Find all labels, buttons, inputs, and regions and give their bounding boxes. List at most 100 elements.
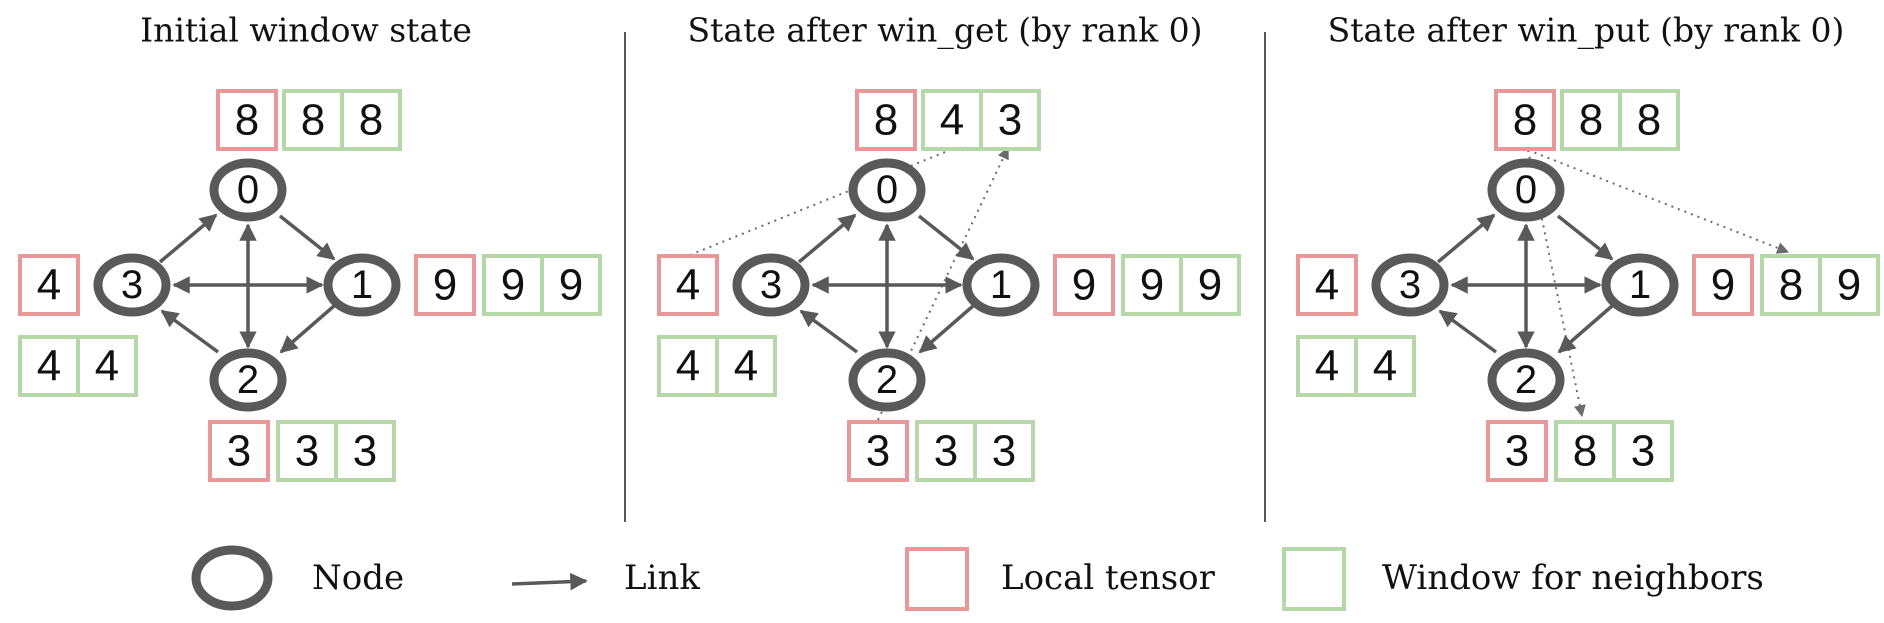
legend-link: Link <box>511 558 700 598</box>
node-0: 0 <box>848 158 926 222</box>
node-2: 2 <box>1487 348 1565 412</box>
local-tensor-value: 9 <box>433 261 457 310</box>
legend: Node Link Local tensor Window for neighb… <box>191 545 1764 611</box>
window-value: 9 <box>501 261 525 310</box>
window-value: 4 <box>1315 342 1339 391</box>
window-cell <box>1818 254 1880 316</box>
window-cell <box>1179 254 1241 316</box>
link-0-1 <box>1556 214 1614 261</box>
window-cell <box>540 254 602 316</box>
legend-local: Local tensor <box>905 547 1216 611</box>
node-label: 2 <box>876 358 898 402</box>
local-tensor <box>855 89 917 151</box>
node-circle <box>1601 253 1679 317</box>
rank2-tensors: 3 3 3 <box>208 420 396 482</box>
put-path-to-rank1 <box>1527 149 1790 254</box>
links <box>797 213 975 354</box>
rank3-tensors: 4 4 4 <box>18 254 138 397</box>
local-tensor <box>18 254 80 316</box>
window-value: 8 <box>1579 96 1603 145</box>
get-path-from-rank3 <box>689 140 972 256</box>
panel-title: Initial window state <box>140 11 472 50</box>
window-value: 3 <box>998 96 1022 145</box>
rank2-tensors: 3 3 3 <box>847 420 1035 482</box>
node-label: 3 <box>760 263 782 307</box>
window-value: 3 <box>934 427 958 476</box>
node-circle <box>1371 253 1449 317</box>
node-2: 2 <box>209 348 287 412</box>
legend-node-label: Node <box>312 558 404 598</box>
link-0-1 <box>917 214 975 261</box>
window-cell <box>973 420 1035 482</box>
node-3: 3 <box>1371 253 1449 317</box>
local-tensor <box>657 254 719 316</box>
window-value: 4 <box>940 96 964 145</box>
window-value: 4 <box>676 342 700 391</box>
node-circle <box>209 348 287 412</box>
local-tensor <box>1692 254 1754 316</box>
local-tensor-value: 9 <box>1711 261 1735 310</box>
window-value: 3 <box>295 427 319 476</box>
link-2-3 <box>160 309 220 354</box>
window-cell <box>657 335 719 397</box>
window-cell <box>334 420 396 482</box>
node-label: 0 <box>876 168 898 212</box>
link-3-0 <box>1436 213 1496 264</box>
window-value: 8 <box>1779 261 1803 310</box>
node-label: 0 <box>1515 168 1537 212</box>
node-label: 1 <box>990 263 1012 307</box>
window-cell <box>1612 420 1674 482</box>
panel-win-put: State after win_put (by rank 0) 0 1 2 3 <box>1296 11 1880 482</box>
node-3: 3 <box>93 253 171 317</box>
node-label: 0 <box>237 168 259 212</box>
rank1-tensors: 9 9 9 <box>1053 254 1241 316</box>
window-cell <box>1354 335 1416 397</box>
node-circle <box>209 158 287 222</box>
panel-win-get: State after win_get (by rank 0) 0 1 2 3 <box>657 11 1241 482</box>
links <box>158 213 336 354</box>
window-value: 3 <box>992 427 1016 476</box>
window-value: 8 <box>1637 96 1661 145</box>
window-cell <box>276 420 338 482</box>
rank0-tensors: 8 8 8 <box>1494 89 1680 151</box>
local-tensor-value: 4 <box>676 261 700 310</box>
link-1-2 <box>1557 304 1614 354</box>
node-label: 3 <box>121 263 143 307</box>
link-0-1 <box>278 214 336 261</box>
rank0-tensors: 8 8 8 <box>216 89 402 151</box>
local-tensor <box>216 89 278 151</box>
node-circle <box>732 253 810 317</box>
node-circle <box>848 158 926 222</box>
window-value: 4 <box>95 342 119 391</box>
node-3: 3 <box>732 253 810 317</box>
node-0: 0 <box>1487 158 1565 222</box>
node-icon <box>191 545 273 611</box>
link-1-2 <box>279 304 336 354</box>
local-tensor-value: 4 <box>1315 261 1339 310</box>
rank1-tensors: 9 9 9 <box>414 254 602 316</box>
node-label: 1 <box>1629 263 1651 307</box>
window-cell <box>18 335 80 397</box>
local-tensor-value: 4 <box>37 261 61 310</box>
local-tensor <box>847 420 909 482</box>
legend-local-label: Local tensor <box>1001 558 1216 598</box>
window-cell <box>76 335 138 397</box>
local-tensor-value: 8 <box>874 96 898 145</box>
window-value: 8 <box>301 96 325 145</box>
node-label: 2 <box>1515 358 1537 402</box>
local-tensor <box>208 420 270 482</box>
node-circle <box>323 253 401 317</box>
legend-window-label: Window for neighbors <box>1382 558 1764 598</box>
window-value: 9 <box>1140 261 1164 310</box>
window-cell <box>1618 89 1680 151</box>
node-1: 1 <box>962 253 1040 317</box>
window-value: 8 <box>1573 427 1597 476</box>
window-cell <box>1560 89 1622 151</box>
local-tensor <box>1053 254 1115 316</box>
local-tensor <box>1296 254 1358 316</box>
panel-title: State after win_put (by rank 0) <box>1328 11 1845 51</box>
legend-node: Node <box>191 545 404 611</box>
link-2-3 <box>799 309 859 354</box>
local-tensor <box>414 254 476 316</box>
